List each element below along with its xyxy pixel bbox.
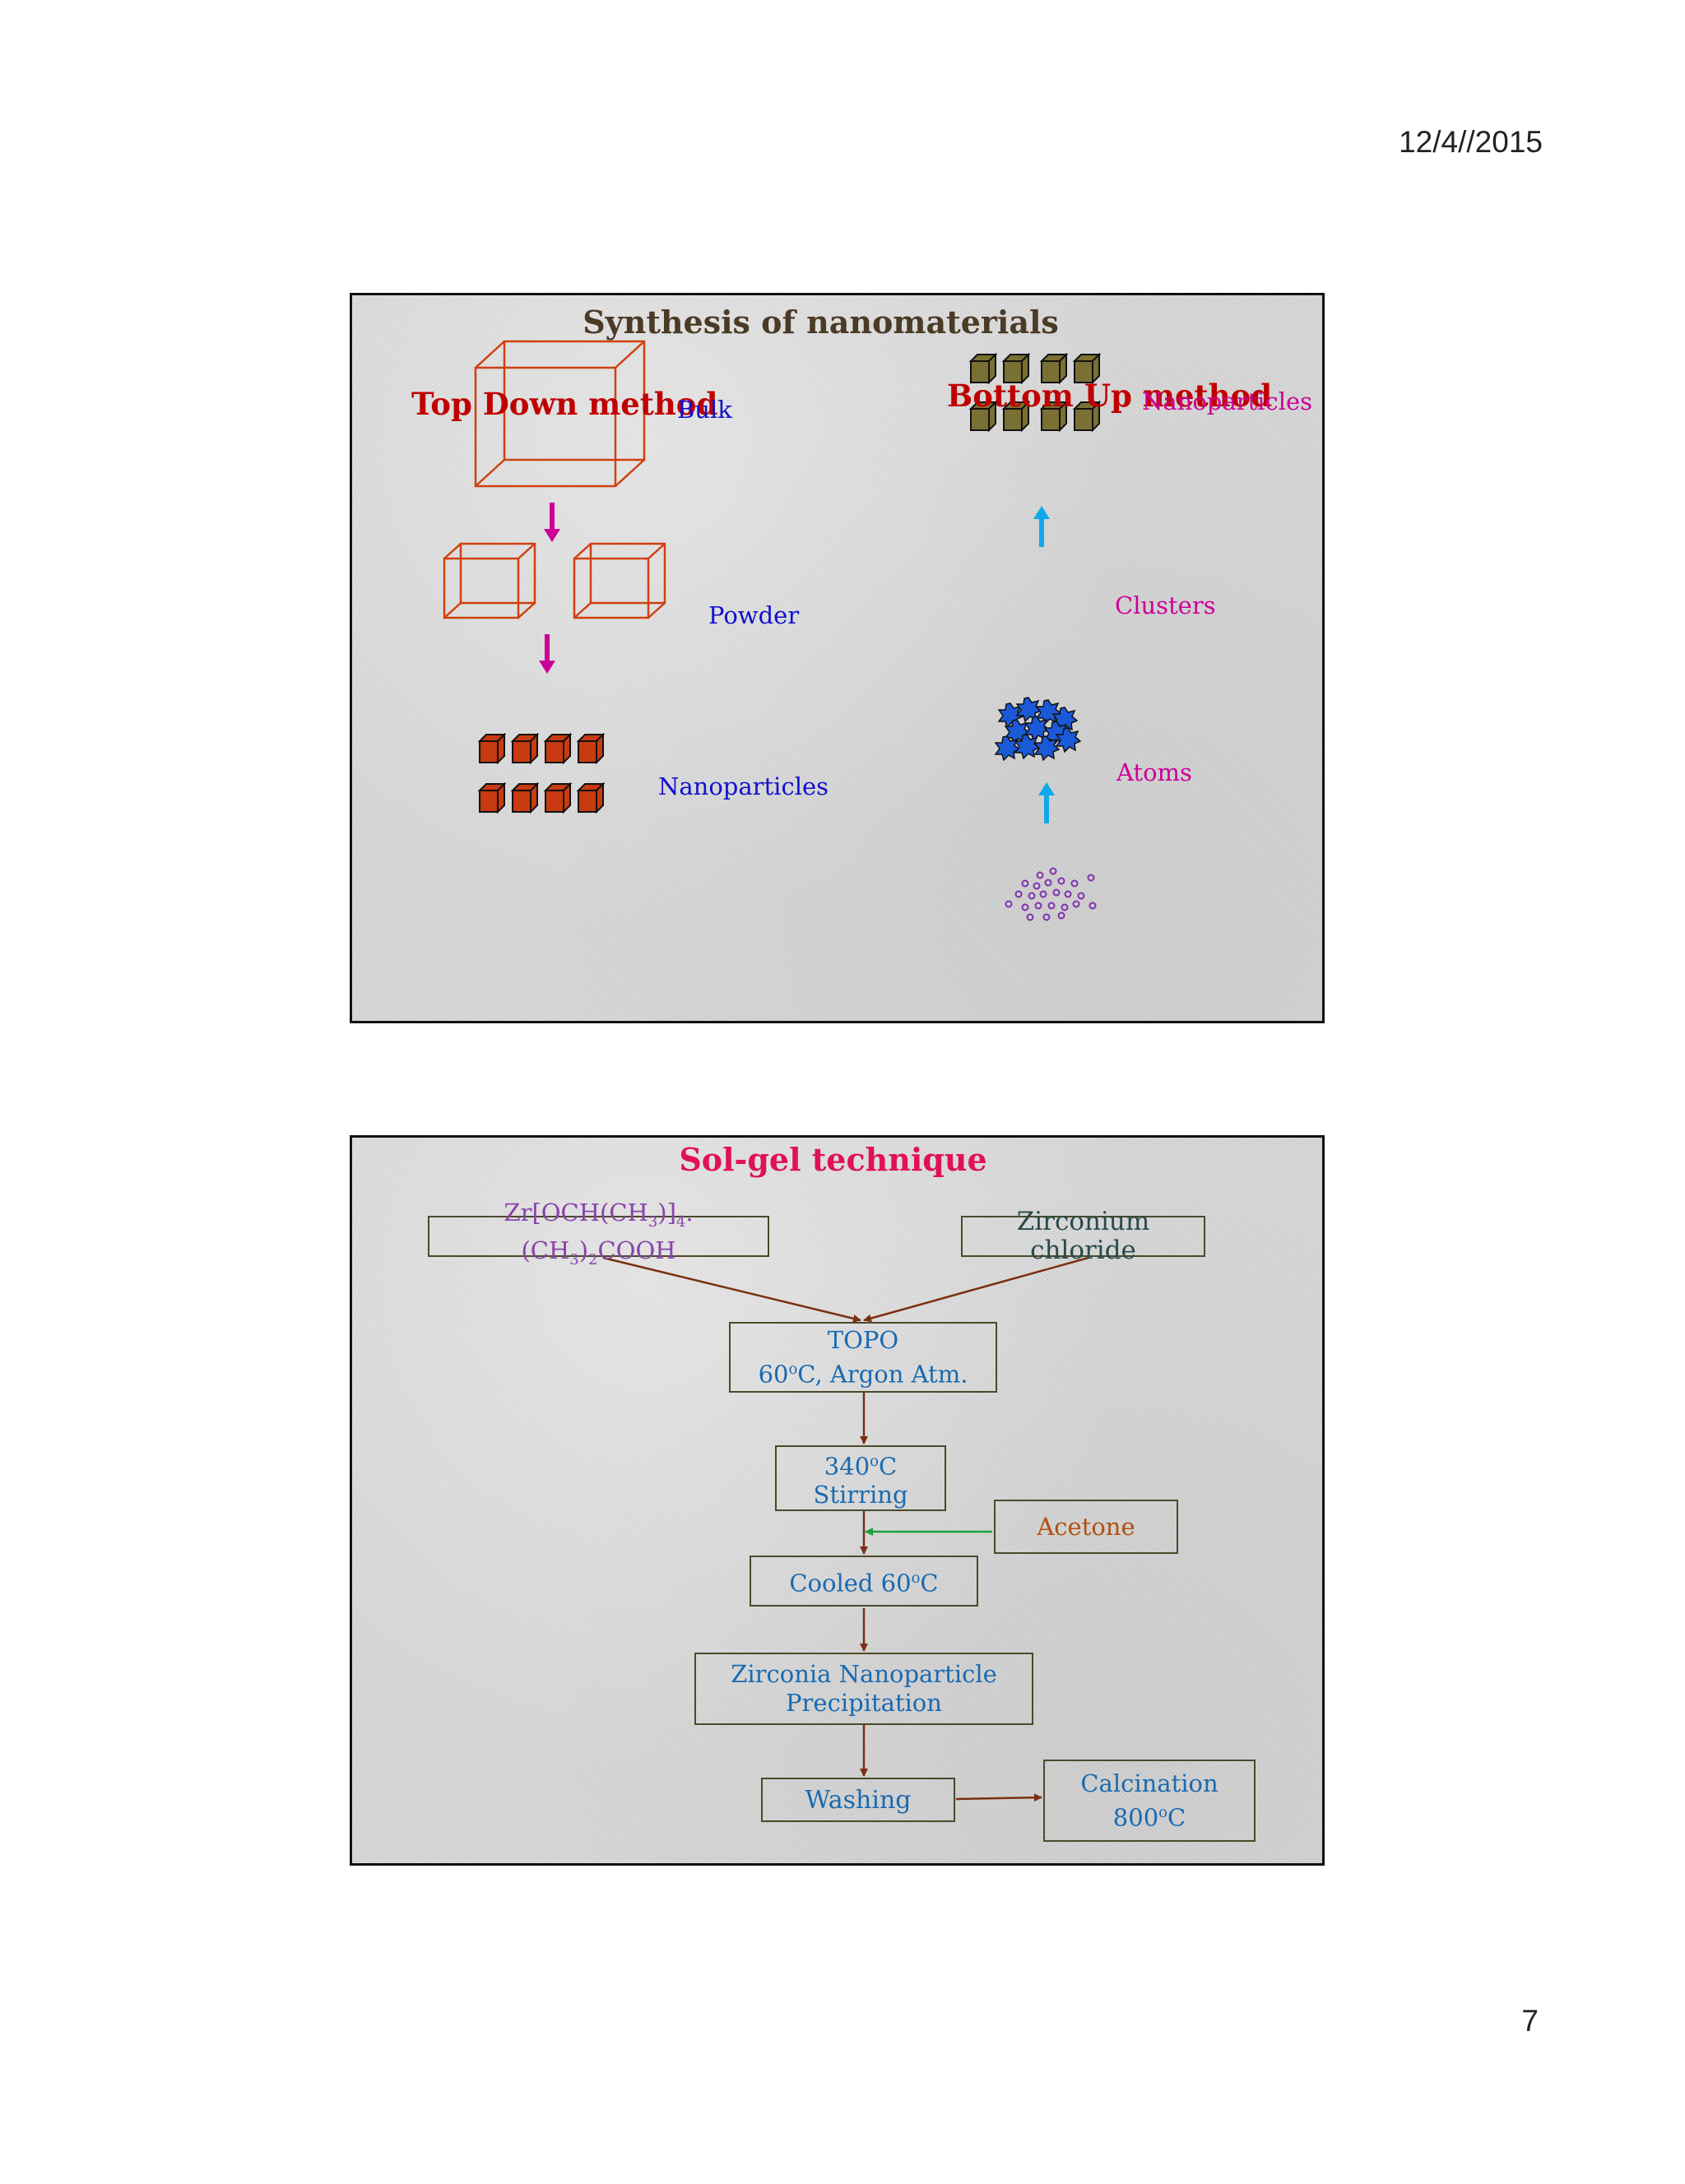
washing-box: Washing — [761, 1778, 955, 1822]
powder-cube-icon — [443, 542, 536, 619]
header-date: 12/4//2015 — [1399, 125, 1543, 159]
arrow-precursor-to-topo — [602, 1256, 861, 1323]
label-bottom-up-nanoparticles: Nanoparticles — [1142, 387, 1313, 415]
up-arrow-icon — [1033, 506, 1050, 547]
label-bulk: Bulk — [677, 396, 732, 424]
powder-cube-icon — [573, 542, 666, 619]
slide-synthesis-of-nanomaterials: Synthesis of nanomaterials Top Down meth… — [350, 293, 1325, 1023]
label-atoms: Atoms — [1116, 758, 1192, 786]
nanoparticle-cubes-icon — [479, 734, 604, 813]
arrow-chloride-to-topo — [863, 1256, 1089, 1323]
zirconium-chloride-box: Zirconium chloride — [961, 1208, 1205, 1265]
stirring-box: 340oC Stirring — [775, 1445, 946, 1511]
label-clusters: Clusters — [1115, 591, 1216, 619]
up-arrow-icon — [1038, 782, 1055, 823]
atoms-icon — [1005, 867, 1097, 921]
page-number: 7 — [1521, 2004, 1539, 2038]
slide1-illustrations — [443, 340, 1100, 921]
label-top-down-nanoparticles: Nanoparticles — [658, 772, 829, 800]
calcination-box: Calcination 800oC — [1043, 1760, 1256, 1842]
down-arrow-icon — [539, 634, 555, 674]
topo-box: TOPO 60oC, Argon Atm. — [729, 1322, 997, 1393]
down-arrow-icon — [544, 503, 560, 542]
precursor-box: Zr[OCH(CH3)]4.(CH3)2COOH — [428, 1199, 769, 1268]
slide-sol-gel-technique: Sol-gel technique Zr[OCH(CH3)]4.(CH3)2CO… — [350, 1135, 1325, 1866]
label-powder: Powder — [708, 601, 800, 629]
slide2-title: Sol-gel technique — [679, 1141, 987, 1178]
clusters-icon — [995, 697, 1081, 761]
cooled-box: Cooled 60oC — [750, 1556, 978, 1607]
bulk-cube-icon — [474, 340, 646, 488]
acetone-box: Acetone — [994, 1500, 1178, 1554]
bottom-up-heading: Bottom Up method — [947, 378, 1273, 414]
slide1-title: Synthesis of nanomaterials — [583, 304, 1059, 341]
top-down-heading: Top Down method — [411, 386, 718, 422]
arrow-washing-to-calcination — [955, 1793, 1042, 1802]
precipitation-box: Zirconia Nanoparticle Precipitation — [694, 1653, 1033, 1725]
flowchart-arrows — [602, 1256, 1089, 1802]
